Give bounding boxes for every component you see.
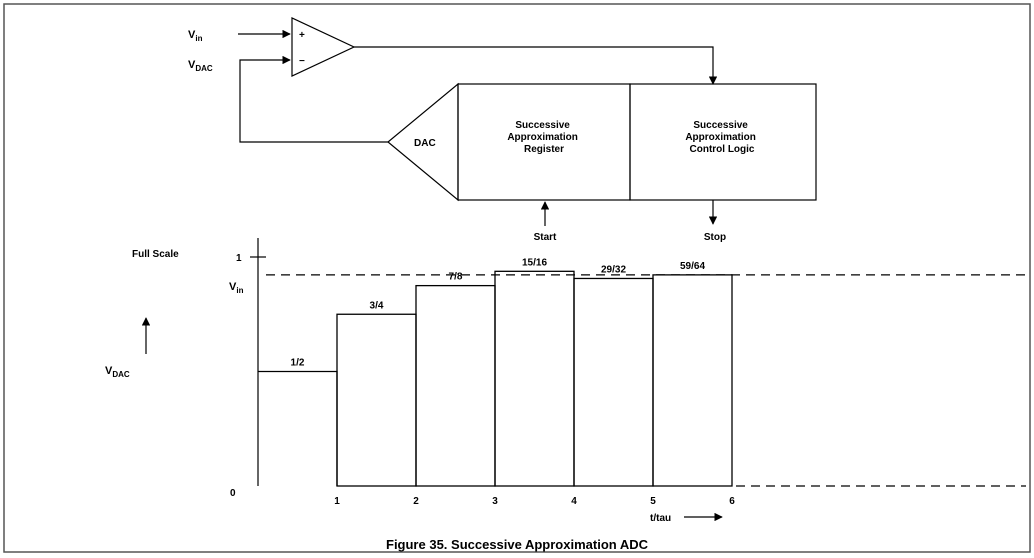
sar-label: Successive Approximation Register xyxy=(507,120,580,155)
sar-label-line: Successive xyxy=(515,120,570,131)
step-value-label: 15/16 xyxy=(522,257,547,268)
stop-label: Stop xyxy=(704,232,726,243)
control-logic-label-line: Approximation xyxy=(685,132,756,143)
comparator-symbol xyxy=(291,17,356,77)
step-segment xyxy=(494,270,575,487)
vdac-label: VDAC xyxy=(188,59,213,73)
control-logic-label-line: Successive xyxy=(693,120,748,131)
figure-caption: Figure 35. Successive Approximation ADC xyxy=(386,537,649,552)
x-tick-label: 5 xyxy=(650,496,656,507)
dac-feedback-wire xyxy=(239,55,388,143)
step-segment xyxy=(652,274,733,487)
step-segment xyxy=(573,277,654,487)
step-value-label: 7/8 xyxy=(449,272,463,283)
figure-frame xyxy=(3,3,1031,553)
control-logic-label-line: Control Logic xyxy=(690,144,755,155)
step-segment xyxy=(258,370,338,486)
step-segment xyxy=(336,313,417,487)
time-axis-label: t/tau xyxy=(650,513,671,524)
dac-label: DAC xyxy=(414,138,436,149)
vin-level-label: Vin xyxy=(229,281,244,295)
step-chart: Full Scale 1 0 Vin VDAC t/tau 1/23/47/81… xyxy=(105,238,1026,524)
x-tick-label: 3 xyxy=(492,496,498,507)
block-diagram xyxy=(238,17,817,226)
comparator-output-wire xyxy=(354,46,718,85)
zero-tick-label: 0 xyxy=(230,488,236,499)
x-tick-label: 1 xyxy=(334,496,340,507)
chart-marks: 1/2 3/4 7/8 15/16 29/32 59/64 1 2 3 4 5 6 xyxy=(258,257,1026,507)
x-tick-label: 4 xyxy=(571,496,577,507)
sar-label-line: Approximation xyxy=(507,132,578,143)
sar-label-line: Register xyxy=(524,144,564,155)
one-tick-label: 1 xyxy=(236,253,242,264)
x-tick-label: 2 xyxy=(413,496,419,507)
step-segment xyxy=(415,284,496,487)
x-tick-label: 6 xyxy=(729,496,735,507)
start-label: Start xyxy=(534,232,557,243)
control-logic-label: Successive Approximation Control Logic xyxy=(685,120,758,155)
full-scale-label: Full Scale xyxy=(132,249,179,260)
step-value-label: 3/4 xyxy=(370,300,384,311)
step-value-label: 1/2 xyxy=(291,358,305,369)
control-logic-block xyxy=(629,83,817,201)
vdac-axis-title: VDAC xyxy=(105,365,130,379)
vin-label: Vin xyxy=(188,29,203,43)
comparator-plus-sign: + xyxy=(299,30,305,41)
step-value-label: 29/32 xyxy=(601,264,626,275)
comparator-minus-sign: − xyxy=(299,56,305,67)
step-value-label: 59/64 xyxy=(680,261,705,272)
